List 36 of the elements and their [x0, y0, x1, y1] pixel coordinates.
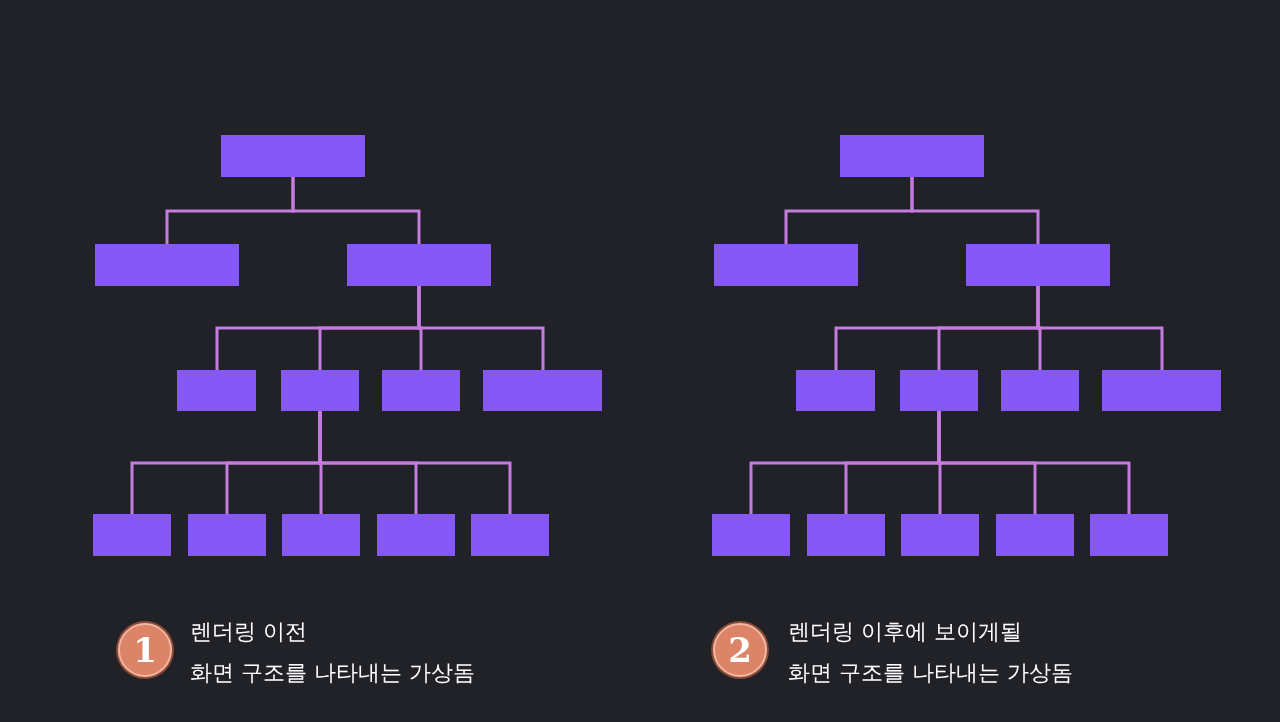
caption-text: 렌더링 이후에 보이게될 [788, 618, 1022, 646]
tree-node-box [483, 370, 602, 411]
tree-node-box [1001, 370, 1079, 411]
tree-node-box [966, 244, 1110, 286]
tree-node-box [471, 514, 549, 556]
step-number: 1 [118, 623, 172, 677]
tree-node-box [901, 514, 979, 556]
tree-connector [318, 411, 512, 514]
tree-node-box [177, 370, 256, 411]
caption-text: 화면 구조를 나타내는 가상돔 [190, 659, 475, 687]
tree-node-box [377, 514, 455, 556]
tree-node-box [281, 370, 359, 411]
tree-node-box [714, 244, 858, 286]
tree-node-box [221, 135, 365, 177]
tree-connector [1036, 286, 1164, 370]
tree-node-box [996, 514, 1074, 556]
tree-node-box [807, 514, 885, 556]
tree-node-box [188, 514, 266, 556]
tree-node-box [347, 244, 491, 286]
tree-connector [417, 286, 545, 370]
caption-text: 화면 구조를 나타내는 가상돔 [788, 659, 1073, 687]
caption-text: 렌더링 이전 [190, 618, 307, 646]
tree-node-box [1090, 514, 1168, 556]
tree-node-box [796, 370, 875, 411]
tree-connector [291, 177, 421, 244]
tree-node-box [382, 370, 460, 411]
tree-node-box [1102, 370, 1221, 411]
tree-node-box [95, 244, 239, 286]
tree-connector [937, 411, 1131, 514]
tree-node-box [900, 370, 978, 411]
step-number: 2 [713, 623, 767, 677]
tree-node-box [712, 514, 790, 556]
tree-node-box [282, 514, 360, 556]
tree-node-box [840, 135, 984, 177]
tree-connector [910, 177, 1040, 244]
tree-node-box [93, 514, 171, 556]
